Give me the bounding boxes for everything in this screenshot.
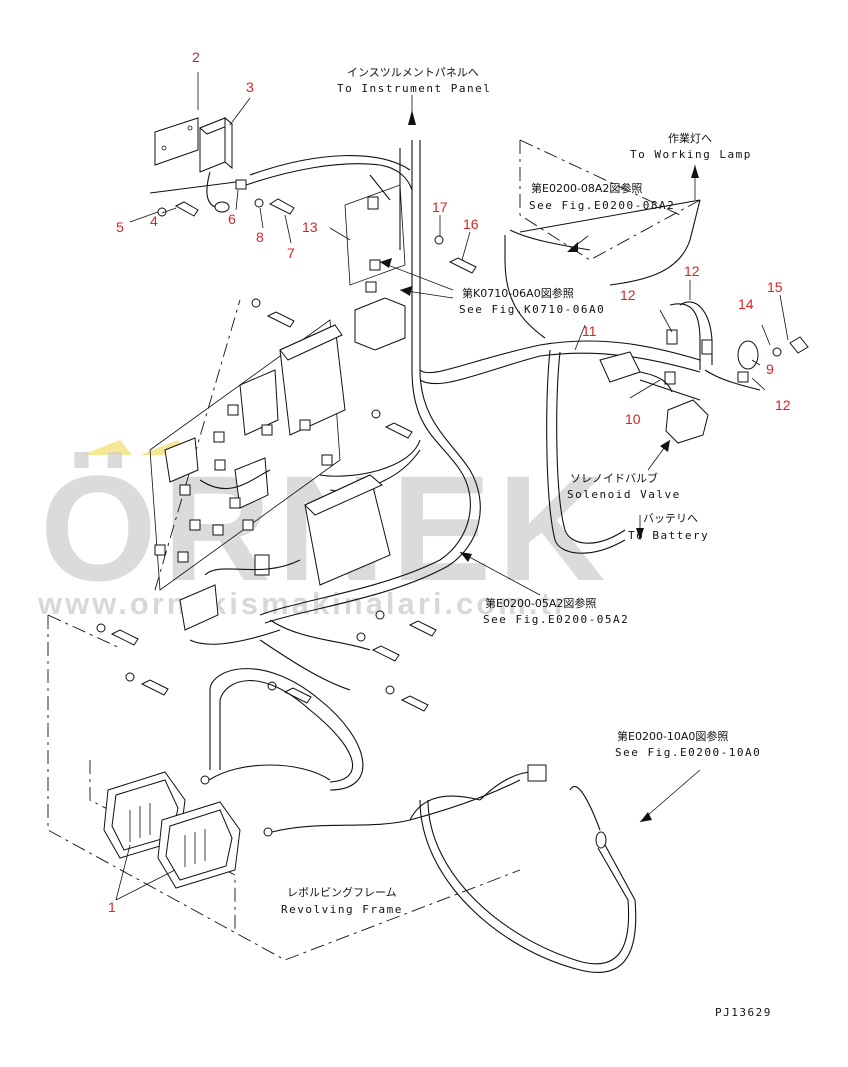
control-panel (149, 319, 391, 691)
instrument-panel-label: To Instrument Panel (337, 82, 491, 95)
ref-fig-05a2-jp: 第E0200-05A2図参照 (485, 596, 596, 610)
callout-7: 7 (287, 245, 295, 261)
connector-cluster (344, 184, 477, 351)
callout-12-left: 12 (620, 287, 636, 303)
ref-fig-10a0: See Fig.E0200-10A0 (615, 746, 761, 759)
lower-cable (419, 785, 637, 974)
ref-fig-05a2: See Fig.E0200-05A2 (483, 613, 629, 626)
callout-15: 13 (302, 219, 318, 235)
ref-fig-10a0-jp: 第E0200-10A0図参照 (617, 729, 728, 743)
callout-14: 14 (738, 296, 754, 312)
ref-fig-k0710-jp: 第K0710-06A0図参照 (462, 286, 574, 300)
relay-group (149, 116, 381, 217)
solenoid-valve-label: Solenoid Valve (567, 488, 681, 501)
work-lamps (103, 668, 547, 889)
callout-9: 9 (766, 361, 774, 377)
callout-5: 5 (116, 219, 124, 235)
working-lamp-label-jp: 作業灯へ (668, 132, 712, 145)
callout-4: 4 (150, 213, 158, 229)
drawing-number: PJ13629 (715, 1006, 772, 1019)
ref-fig-k0710: See Fig.K0710-06A0 (459, 303, 605, 316)
annotations: インスツルメントパネルへ To Instrument Panel 作業灯へ To… (281, 66, 772, 1019)
callout-1: 1 (108, 899, 116, 915)
revolving-frame-label-jp: レボルビングフレーム (287, 885, 397, 899)
callout-3: 3 (246, 79, 254, 95)
callout-16: 16 (463, 216, 479, 232)
battery-label-jp: バッテリへ (643, 512, 698, 525)
callout-12-top: 12 (684, 263, 700, 279)
callouts: 2 3 5 4 6 8 7 13 17 16 12 12 15 14 11 9 … (108, 49, 791, 915)
callout-6: 6 (228, 211, 236, 227)
instrument-panel-label-jp: インスツルメントパネルへ (347, 66, 479, 79)
callout-11: 11 (582, 323, 597, 339)
callout-12-right: 12 (775, 397, 791, 413)
callout-2: 2 (192, 49, 200, 65)
revolving-frame-label: Revolving Frame (281, 903, 403, 916)
ref-fig-08a2-jp: 第E0200-08A2図参照 (531, 181, 642, 195)
bolts (96, 298, 437, 712)
leader-lines (115, 72, 789, 901)
battery-label: To Battery (628, 529, 709, 542)
ref-fig-08a2: See Fig.E0200-08A2 (529, 199, 675, 212)
callout-10: 10 (625, 411, 641, 427)
callout-8: 8 (256, 229, 264, 245)
callout-17: 17 (432, 199, 448, 215)
solenoid-area (599, 301, 809, 444)
solenoid-valve-label-jp: ソレノイドバルブ (570, 471, 658, 485)
working-lamp-label: To Working Lamp (630, 148, 752, 161)
callout-13: 15 (767, 279, 783, 295)
